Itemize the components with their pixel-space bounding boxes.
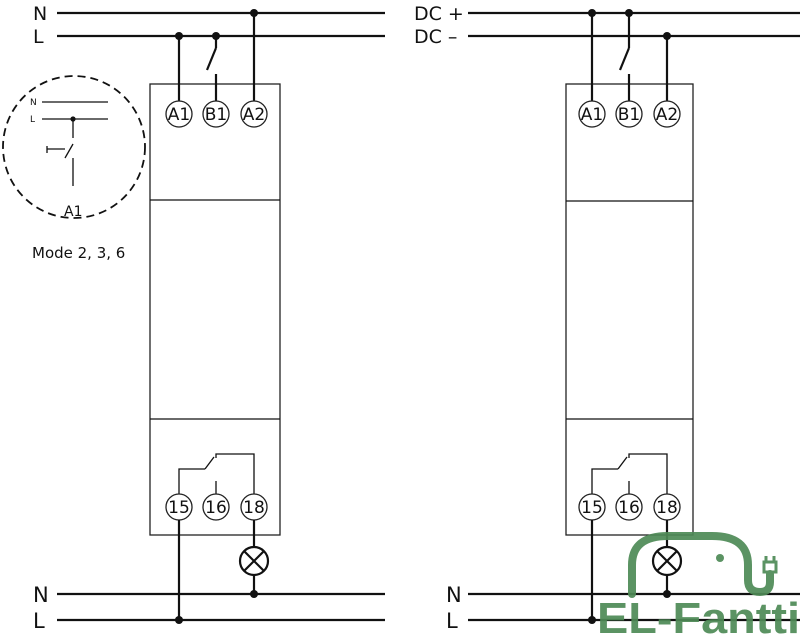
inset-caption: Mode 2, 3, 6 xyxy=(32,244,125,262)
left-switch-b1 xyxy=(205,47,218,71)
left-junction-a2 xyxy=(250,9,258,17)
left-top-label-l: L xyxy=(33,26,44,48)
right-junction-a2 xyxy=(663,32,671,40)
left-terminal-18: 18 xyxy=(243,498,265,518)
right-diagram: DC + DC – A1 B1 A2 15 16 18 xyxy=(414,3,800,633)
inset-terminal-label: A1 xyxy=(64,204,82,220)
right-junction-15 xyxy=(588,616,596,624)
right-terminal-a2: A2 xyxy=(656,105,678,125)
logo-text: EL-Fantti xyxy=(597,594,800,637)
right-terminal-a1: A1 xyxy=(581,105,603,125)
left-bottom-label-n: N xyxy=(33,583,49,607)
right-contact-common xyxy=(591,468,618,494)
left-terminal-b1-ring xyxy=(202,100,230,128)
right-switch-b1 xyxy=(618,47,631,71)
left-contact-no xyxy=(215,453,255,494)
inset-dashed-circle xyxy=(2,75,146,219)
left-junction-a1 xyxy=(175,32,183,40)
right-bottom-label-l: L xyxy=(446,609,458,633)
right-terminal-a2-ring xyxy=(653,100,681,128)
right-terminal-16-ring xyxy=(615,493,643,521)
right-terminal-16: 16 xyxy=(618,498,640,518)
right-relay-housing xyxy=(565,83,694,536)
logo-elephant-outline-icon xyxy=(628,532,774,598)
left-top-label-n: N xyxy=(33,3,47,25)
right-top-label-minus: DC – xyxy=(414,26,457,48)
left-terminal-a1-ring xyxy=(165,100,193,128)
left-terminal-b1: B1 xyxy=(205,105,227,125)
left-lamp-icon xyxy=(238,545,270,577)
logo-elephant-eye-icon xyxy=(716,554,724,562)
left-contact-common xyxy=(178,468,205,494)
right-junction-lamp xyxy=(663,590,671,598)
right-junction-b1 xyxy=(625,9,633,17)
left-diagram: N L A1 B1 A2 15 16 18 xyxy=(33,3,385,633)
right-contact-no xyxy=(628,453,668,494)
inset-label-l: L xyxy=(30,115,35,125)
el-fantti-logo: EL-Fantti xyxy=(597,532,800,637)
logo-plug-icon xyxy=(762,556,778,574)
left-junction-b1 xyxy=(212,32,220,40)
left-terminal-16: 16 xyxy=(205,498,227,518)
left-relay-housing xyxy=(149,83,281,536)
left-bottom-label-l: L xyxy=(33,609,45,633)
right-terminal-b1: B1 xyxy=(618,105,640,125)
inset-switch-blade xyxy=(64,143,74,159)
right-top-label-plus: DC + xyxy=(414,3,464,25)
right-contact-blade xyxy=(617,456,628,470)
left-contact-blade xyxy=(204,456,215,470)
inset-label-n: N xyxy=(30,98,37,108)
right-terminal-b1-ring xyxy=(615,100,643,128)
right-lamp-icon xyxy=(651,545,683,577)
right-bottom-label-n: N xyxy=(446,583,462,607)
right-terminal-18: 18 xyxy=(656,498,678,518)
right-terminal-15: 15 xyxy=(581,498,603,518)
left-terminal-a2-ring xyxy=(240,100,268,128)
left-junction-15 xyxy=(175,616,183,624)
left-terminal-a1: A1 xyxy=(168,105,190,125)
left-terminal-15: 15 xyxy=(168,498,190,518)
right-junction-a1 xyxy=(588,9,596,17)
left-junction-lamp xyxy=(250,590,258,598)
right-terminal-a1-ring xyxy=(578,100,606,128)
left-terminal-a2: A2 xyxy=(243,105,265,125)
left-terminal-16-ring xyxy=(202,493,230,521)
mode-inset: N L A1 Mode 2, 3, 6 xyxy=(2,75,146,262)
